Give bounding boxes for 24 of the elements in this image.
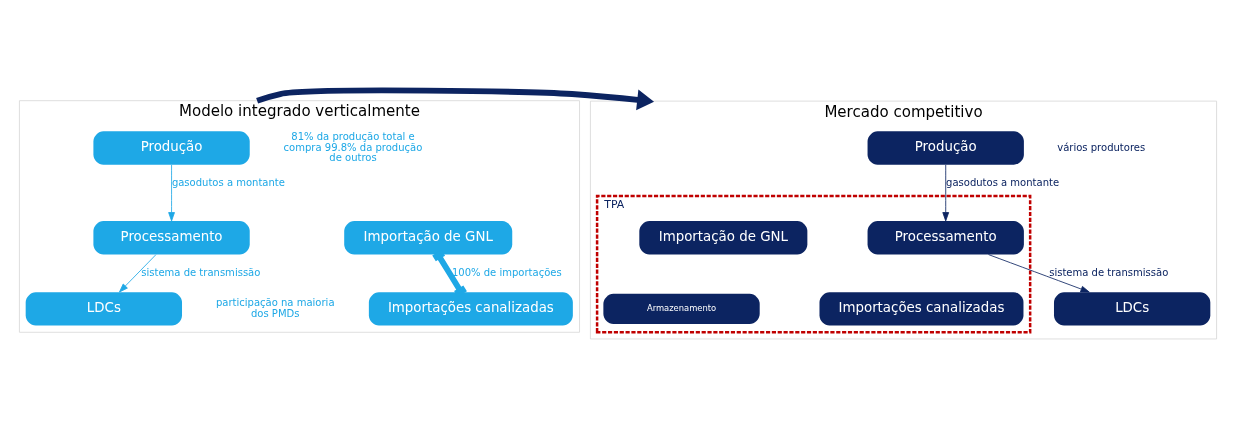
arrow: [168, 164, 175, 221]
arrow: [942, 164, 950, 221]
node-label: participação na maioria dos PMDs: [215, 296, 335, 319]
arrow: [988, 253, 1090, 292]
arrow: [119, 253, 157, 292]
edge-label: sistema de transmissão: [1049, 266, 1169, 278]
arrow: [256, 87, 655, 110]
node-box: LDCs: [1054, 291, 1211, 326]
node-label: 81% da produção total e compra 99.8% da produção de outros: [283, 130, 423, 163]
node-box: Processamento: [93, 220, 250, 255]
edge-label: gasodutos a montante: [946, 176, 1060, 188]
node-box: Importações canalizadas: [819, 291, 1024, 326]
edge-label: 100% de importações: [451, 266, 562, 278]
node-box: Importação de GNL: [344, 220, 513, 255]
node-box: Armazenamento: [603, 293, 760, 324]
node-box: Importações canalizadas: [368, 291, 573, 326]
node-box: Produção: [867, 130, 1024, 165]
node-box: LDCs: [25, 291, 182, 326]
node-box: Produção: [93, 130, 250, 165]
node-box: Processamento: [867, 220, 1024, 255]
edge-label: gasodutos a montante: [171, 176, 285, 188]
node-label: vários produtores: [1057, 141, 1146, 153]
node-box: Importação de GNL: [639, 220, 808, 255]
edge-label: sistema de transmissão: [141, 266, 261, 278]
